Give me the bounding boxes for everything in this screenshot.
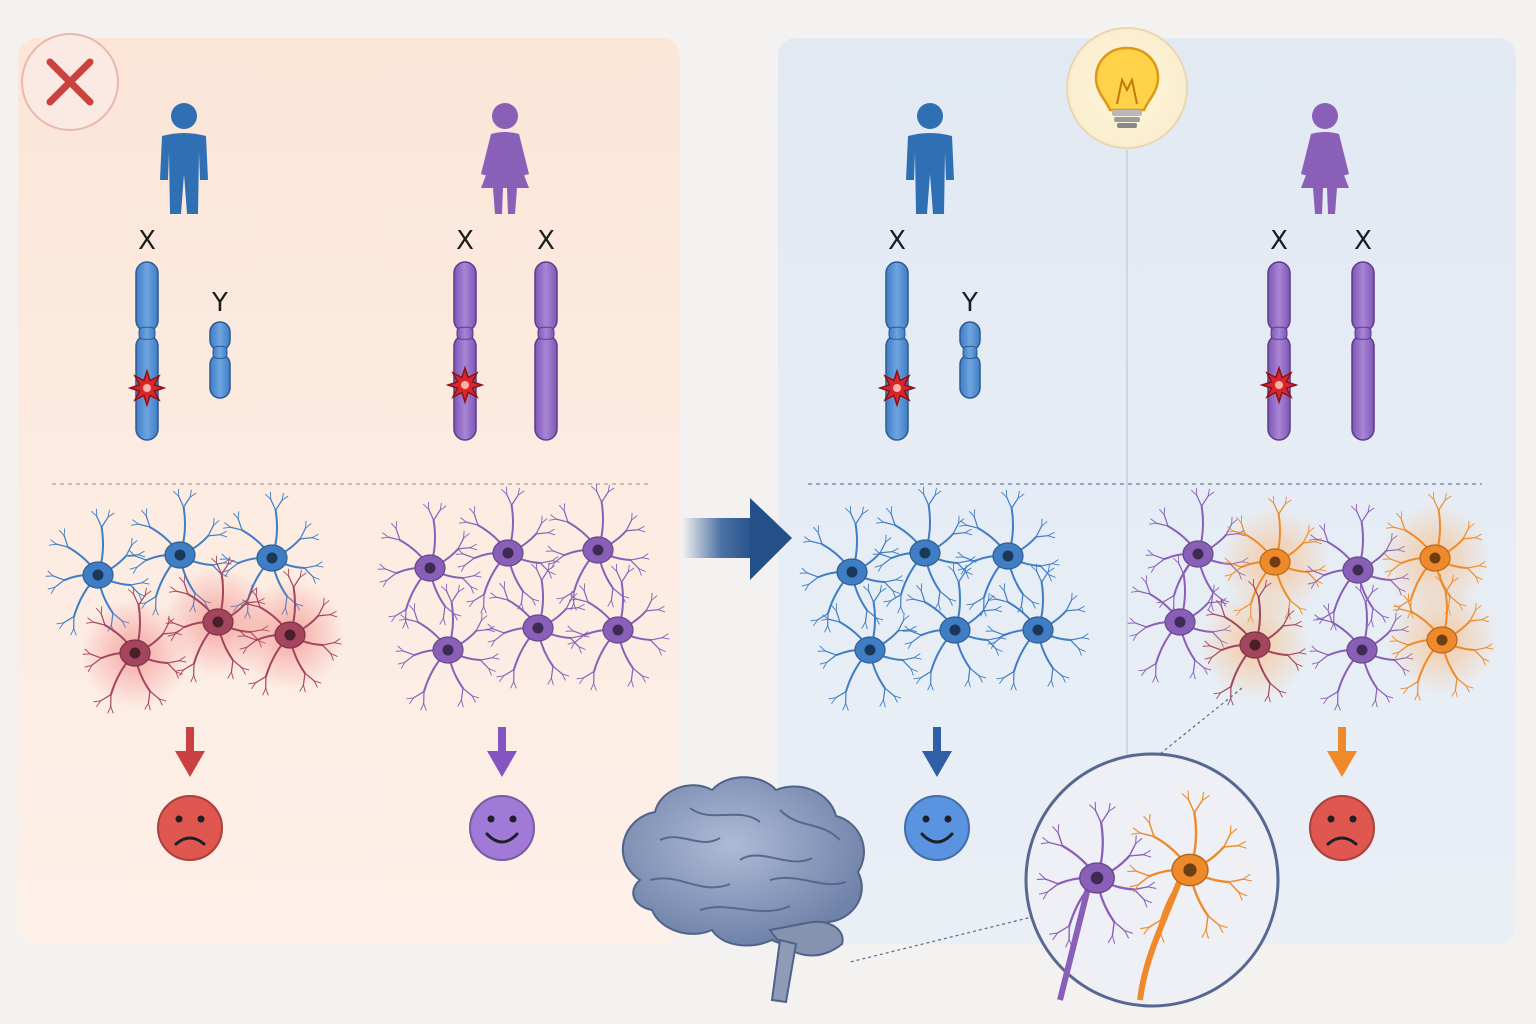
down-arrow-icon [487, 727, 517, 777]
male-person-icon [160, 103, 208, 214]
down-arrow-icon [922, 727, 952, 777]
left-panel-incorrect-model [18, 38, 680, 944]
happy-face-icon [904, 795, 970, 861]
neuron [1387, 573, 1497, 701]
neuron [1220, 495, 1330, 623]
y-chromosome [959, 321, 981, 399]
sad-face-icon [1309, 795, 1375, 861]
neuron [872, 486, 977, 614]
lightbulb-icon [1066, 27, 1188, 149]
neuron [1127, 790, 1252, 943]
neuron [377, 501, 482, 629]
chromosome-label-x: X [1270, 226, 1288, 256]
neuron [902, 563, 1007, 691]
mutation-marker-icon [877, 368, 917, 408]
neuron-closeup-icon [1024, 752, 1280, 1008]
chromosome-label-x: X [456, 226, 474, 256]
happy-face-icon [469, 795, 535, 861]
neuron [485, 561, 590, 689]
mutation-marker-icon [1259, 365, 1299, 405]
neuron [985, 563, 1090, 691]
neuron [955, 489, 1060, 617]
x-chromosome [453, 261, 477, 441]
x-chromosome [885, 261, 909, 441]
chromosome-label-x: X [888, 226, 906, 256]
neuron [395, 583, 500, 711]
y-chromosome [209, 321, 231, 399]
brain-icon [621, 776, 865, 1004]
x-chromosome [534, 261, 558, 441]
mutation-marker-icon [445, 365, 485, 405]
down-arrow-icon [1327, 727, 1357, 777]
neuron [80, 586, 190, 714]
neuron [799, 505, 904, 633]
neuron [235, 568, 345, 696]
mutation-marker-icon [127, 368, 167, 408]
down-arrow-icon [175, 727, 205, 777]
female-person-icon [481, 103, 529, 214]
chromosome-label-y: Y [212, 288, 228, 318]
x-chromosome [1351, 261, 1375, 441]
chromosome-label-x: X [1354, 226, 1372, 256]
chromosome-label-x: X [537, 226, 555, 256]
neuron [1380, 491, 1490, 619]
x-chromosome [1267, 261, 1291, 441]
female-person-icon [1301, 103, 1349, 214]
chromosome-label-y: Y [962, 288, 978, 318]
cross-mark-icon [21, 33, 119, 131]
x-chromosome [135, 261, 159, 441]
neuron [455, 486, 560, 614]
chromosome-label-x: X [138, 226, 156, 256]
sad-face-icon [157, 795, 223, 861]
neuron [817, 583, 922, 711]
neuron [1200, 578, 1310, 706]
right-arrow-icon [682, 498, 792, 580]
neuron [1036, 801, 1157, 948]
neuron [545, 483, 650, 611]
male-person-icon [906, 103, 954, 214]
neuron [565, 563, 670, 691]
